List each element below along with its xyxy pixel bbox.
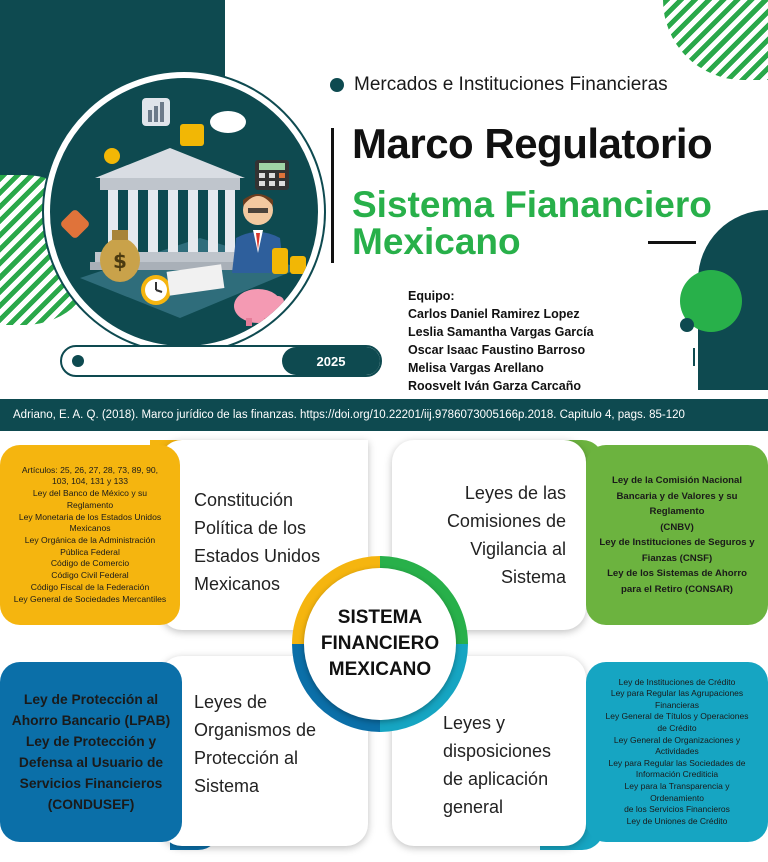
quadrant-general-title: Leyes y disposiciones de aplicación gene… xyxy=(443,713,552,817)
course-label: Mercados e Instituciones Financieras xyxy=(354,74,668,95)
piggy-bank-icon xyxy=(234,289,284,326)
calculator-icon xyxy=(255,160,289,190)
title-divider xyxy=(331,128,334,263)
team-member: Melisa Vargas Arellano xyxy=(408,361,544,375)
coins-icon xyxy=(272,248,306,274)
decorative-dot xyxy=(680,318,694,332)
general-laws-list: Ley de Instituciones de Crédito Ley para… xyxy=(586,662,768,842)
team-member: Oscar Isaac Faustino Barroso xyxy=(408,343,586,357)
subtitle-line-1: Sistema Fiananciero xyxy=(352,184,712,225)
team-member: Carlos Daniel Ramirez Lopez xyxy=(408,307,580,321)
year-bar: 2025 xyxy=(60,345,382,377)
quadrant-protection-title: Leyes de Organismos de Protección al Sis… xyxy=(194,692,317,796)
team-member: Leslia Samantha Vargas García xyxy=(408,325,594,339)
subtitle-line-2: Mexicano xyxy=(352,221,521,262)
svg-text:$: $ xyxy=(113,249,127,273)
page-subtitle: Sistema Fiananciero Mexicano xyxy=(352,186,752,260)
money-bag-icon: $ xyxy=(100,230,140,282)
protection-laws-list: Ley de Protección al Ahorro Bancario (LP… xyxy=(0,662,182,842)
quadrant-commissions-title: Leyes de las Comisiones de Vigilancia al… xyxy=(446,483,566,587)
commissions-laws-list: Ley de la Comisión Nacional Bancaria y d… xyxy=(586,445,768,625)
alarm-clock-icon xyxy=(141,275,171,305)
finance-illustration-icon: $ xyxy=(61,98,306,326)
team-label: Equipo: xyxy=(408,289,455,303)
title-underline xyxy=(648,241,696,244)
center-title: SISTEMA FINANCIERO MEXICANO xyxy=(320,607,440,680)
page-title: Marco Regulatorio xyxy=(352,120,713,167)
decorative-tick xyxy=(693,348,695,366)
businessman-icon xyxy=(232,194,284,273)
year-label: 2025 xyxy=(282,347,380,375)
citation-bar: Adriano, E. A. Q. (2018). Marco jurídico… xyxy=(0,399,768,431)
hero-illustration: $ xyxy=(44,72,324,352)
team-member: Roosvelt Iván Garza Carcaño xyxy=(408,379,581,393)
constitution-laws-list: Artículos: 25, 26, 27, 28, 73, 89, 90, 1… xyxy=(0,445,180,625)
decorative-stripes-top-right xyxy=(663,0,768,80)
bank-building-icon xyxy=(90,148,250,270)
course-name: Mercados e Instituciones Financieras xyxy=(330,74,668,96)
year-bar-dot-icon xyxy=(72,355,84,367)
bullet-dot-icon xyxy=(330,78,344,92)
quadrant-constitution-title: Constitución Política de los Estados Uni… xyxy=(194,490,321,594)
team-list: Equipo: Carlos Daniel Ramirez Lopez Lesl… xyxy=(408,287,594,395)
citation-text: Adriano, E. A. Q. (2018). Marco jurídico… xyxy=(13,409,685,421)
center-hub: SISTEMA FINANCIERO MEXICANO xyxy=(304,568,456,720)
